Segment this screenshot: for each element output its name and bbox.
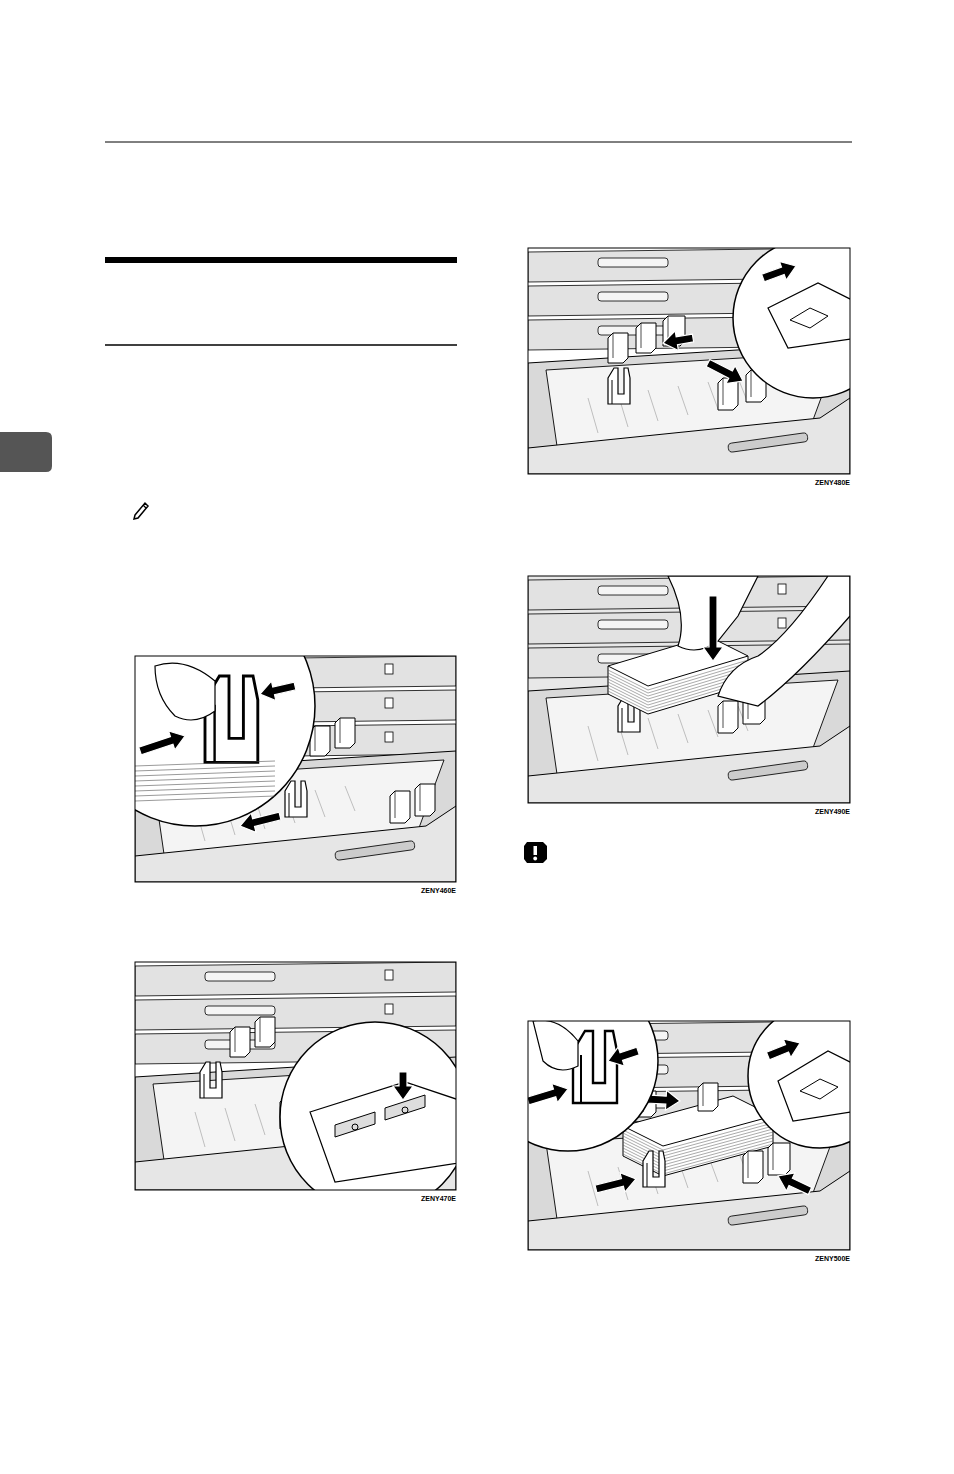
- paper-guide: [743, 1151, 763, 1183]
- direction-arrow: [139, 731, 185, 755]
- tray-illustration: [75, 586, 456, 882]
- direction-arrow: [762, 261, 796, 281]
- paper-stack: [608, 636, 748, 714]
- figure-frame: [135, 656, 456, 882]
- direction-arrow: [595, 1173, 636, 1193]
- figure-code: ZENY490E: [815, 807, 850, 816]
- direction-arrow: [663, 331, 694, 351]
- figure-code: ZENY500E: [815, 1254, 850, 1263]
- end-guide: [573, 1031, 617, 1103]
- direction-arrow: [260, 681, 296, 700]
- figure-frame: [528, 576, 850, 803]
- direction-arrow: [393, 1072, 413, 1100]
- hand: [533, 1021, 578, 1070]
- tray-illustration: [478, 971, 892, 1250]
- header-rule: [105, 142, 852, 143]
- detail-callout: [528, 1021, 658, 1151]
- direction-arrow: [703, 596, 723, 661]
- direction-arrow: [766, 1039, 800, 1060]
- end-guide: [285, 781, 307, 817]
- detail-callout: [135, 656, 315, 826]
- section-rule: [105, 344, 457, 346]
- end-guide: [608, 368, 630, 404]
- figure-frame: [528, 1021, 850, 1250]
- tray-illustration: [135, 962, 470, 1212]
- paper-guide: [230, 1027, 250, 1057]
- paper-guide: [718, 701, 738, 733]
- detail-callout: [280, 1022, 456, 1190]
- end-guide: [643, 1151, 665, 1187]
- paper-guide: [415, 784, 435, 816]
- detail-callout: [733, 248, 850, 398]
- direction-arrow: [706, 359, 743, 383]
- paper-guide: [255, 1017, 275, 1047]
- chapter-tab: [0, 432, 52, 472]
- paper-guide: [768, 1143, 790, 1175]
- figure-code: ZENY470E: [421, 1194, 456, 1203]
- hand: [718, 576, 850, 706]
- figure-frame: [528, 248, 850, 474]
- tray-illustration: [528, 576, 850, 803]
- figure-code: ZENY480E: [815, 478, 850, 487]
- direction-arrow: [528, 1083, 568, 1104]
- section-bar: [105, 257, 457, 263]
- hand: [155, 663, 215, 720]
- end-guide: [200, 1062, 222, 1098]
- detail-callout: [748, 1021, 850, 1148]
- paper-guide: [390, 791, 410, 823]
- tray-illustration: [528, 238, 893, 474]
- important-icon: [524, 842, 547, 863]
- paper-guide: [636, 323, 656, 353]
- figure-code: ZENY460E: [421, 886, 456, 895]
- figure-frame: [135, 962, 456, 1190]
- note-icon: [134, 503, 148, 519]
- direction-arrow: [778, 1173, 812, 1195]
- paper-guide: [608, 333, 628, 363]
- paper-guide: [335, 718, 355, 748]
- paper-guide: [698, 1083, 718, 1111]
- direction-arrow: [608, 1047, 639, 1066]
